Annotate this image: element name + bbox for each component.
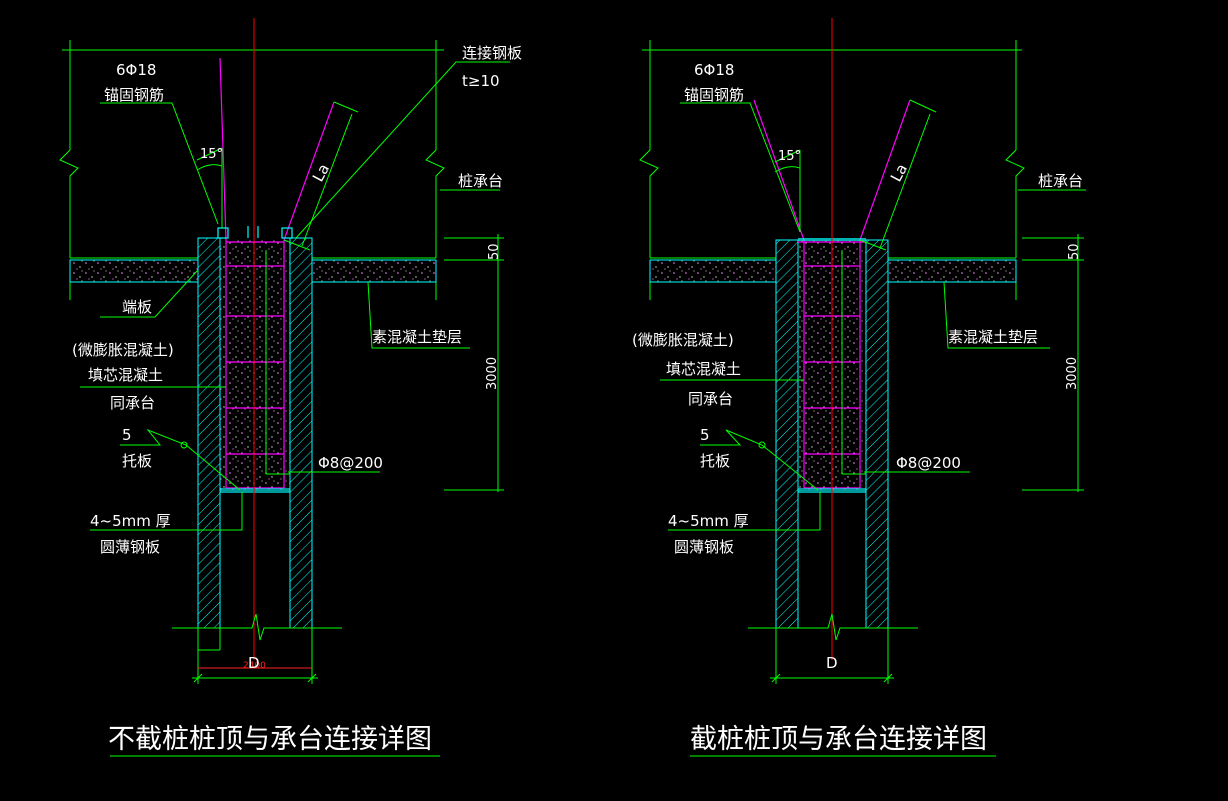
left-break-line (172, 613, 342, 641)
right-angle-mark (774, 149, 801, 232)
right-thin-plate-1: 4~5mm 厚 (668, 512, 749, 530)
right-diameter-dimension (770, 628, 894, 684)
left-fill-note-3: 同承台 (110, 394, 155, 412)
left-cushion-layer (69, 259, 199, 283)
left-inner-rebar (265, 250, 290, 475)
right-cushion-layer-right (887, 259, 1017, 283)
right-cushion-label: 素混凝土垫层 (948, 328, 1038, 346)
left-pile-cap-outline (59, 40, 445, 300)
left-support-thk: 5 (122, 426, 132, 444)
left-support-plate (220, 488, 290, 493)
right-break-line (748, 613, 918, 641)
left-cushion-thk: 50 (487, 243, 502, 260)
left-detail: 6Φ18 锚固钢筋 连接钢板 t≥10 15° La 桩承台 50 端板 素混凝… (59, 18, 522, 757)
left-stirrup: Φ8@200 (318, 454, 383, 472)
left-rebar-cage (219, 57, 335, 489)
left-cushion-layer-right (311, 259, 437, 283)
left-leaders (80, 61, 510, 531)
right-fill-depth: 3000 (1065, 357, 1080, 390)
right-title: 截桩桩顶与承台连接详图 (690, 724, 987, 755)
left-support-plate: 托板 (122, 452, 152, 470)
left-la-dimension (283, 101, 359, 251)
right-vertical-dims (1022, 234, 1084, 492)
left-cushion-label: 素混凝土垫层 (372, 328, 462, 346)
left-fill-note-2: 填芯混凝土 (88, 366, 163, 384)
left-fill-depth: 3000 (485, 357, 500, 390)
left-diameter-dimension (192, 628, 318, 684)
left-diameter: D (248, 654, 260, 672)
right-support-plate: 托板 (700, 452, 730, 470)
left-anchor-count: 6Φ18 (116, 61, 156, 79)
left-angle-mark (196, 147, 223, 228)
right-support-thk: 5 (700, 426, 710, 444)
right-detail: 6Φ18 锚固钢筋 15° La 桩承台 50 素混凝土垫层 (微膨胀混凝土) … (632, 18, 1086, 757)
left-anchor-label: 锚固钢筋 (104, 86, 164, 104)
left-pile-wall-right (289, 237, 313, 629)
right-fill-note-1: (微膨胀混凝土) (632, 331, 734, 349)
right-thin-plate-2: 圆薄钢板 (674, 538, 734, 556)
right-leaders (660, 102, 1086, 531)
right-cushion-layer (649, 259, 777, 283)
left-cap-label: 桩承台 (458, 172, 503, 190)
right-la-dimension (859, 99, 937, 251)
right-angle-text: 15° (778, 149, 801, 164)
left-title: 不截桩桩顶与承台连接详图 (108, 724, 432, 755)
right-stirrup: Φ8@200 (896, 454, 961, 472)
left-angle-text: 15° (200, 147, 223, 162)
left-fill-note-1: (微膨胀混凝土) (72, 341, 174, 359)
right-diameter: D (826, 654, 838, 672)
left-plate-label: 连接钢板 (462, 44, 522, 62)
left-connection-plates (217, 226, 293, 239)
left-vertical-dims (444, 234, 504, 492)
right-la-text: La (887, 161, 911, 185)
left-small-dim: 2400 (243, 661, 266, 671)
right-anchor-label: 锚固钢筋 (684, 86, 744, 104)
left-thin-plate-2: 圆薄钢板 (100, 538, 160, 556)
left-plate-thickness: t≥10 (462, 72, 500, 90)
right-cap-label: 桩承台 (1038, 172, 1083, 190)
left-la-text: La (309, 161, 333, 185)
left-end-plate: 端板 (122, 298, 152, 316)
left-pile-wall-left (197, 237, 221, 629)
left-infill-concrete (220, 240, 290, 490)
right-anchor-count: 6Φ18 (694, 61, 734, 79)
left-thin-plate-1: 4~5mm 厚 (90, 512, 171, 530)
right-fill-note-3: 同承台 (688, 390, 733, 408)
right-cushion-thk: 50 (1067, 243, 1082, 260)
right-pile-wall-right (865, 239, 889, 629)
right-pile-wall-left (775, 239, 799, 629)
right-fill-note-2: 填芯混凝土 (666, 360, 741, 378)
right-inner-rebar (841, 250, 866, 475)
